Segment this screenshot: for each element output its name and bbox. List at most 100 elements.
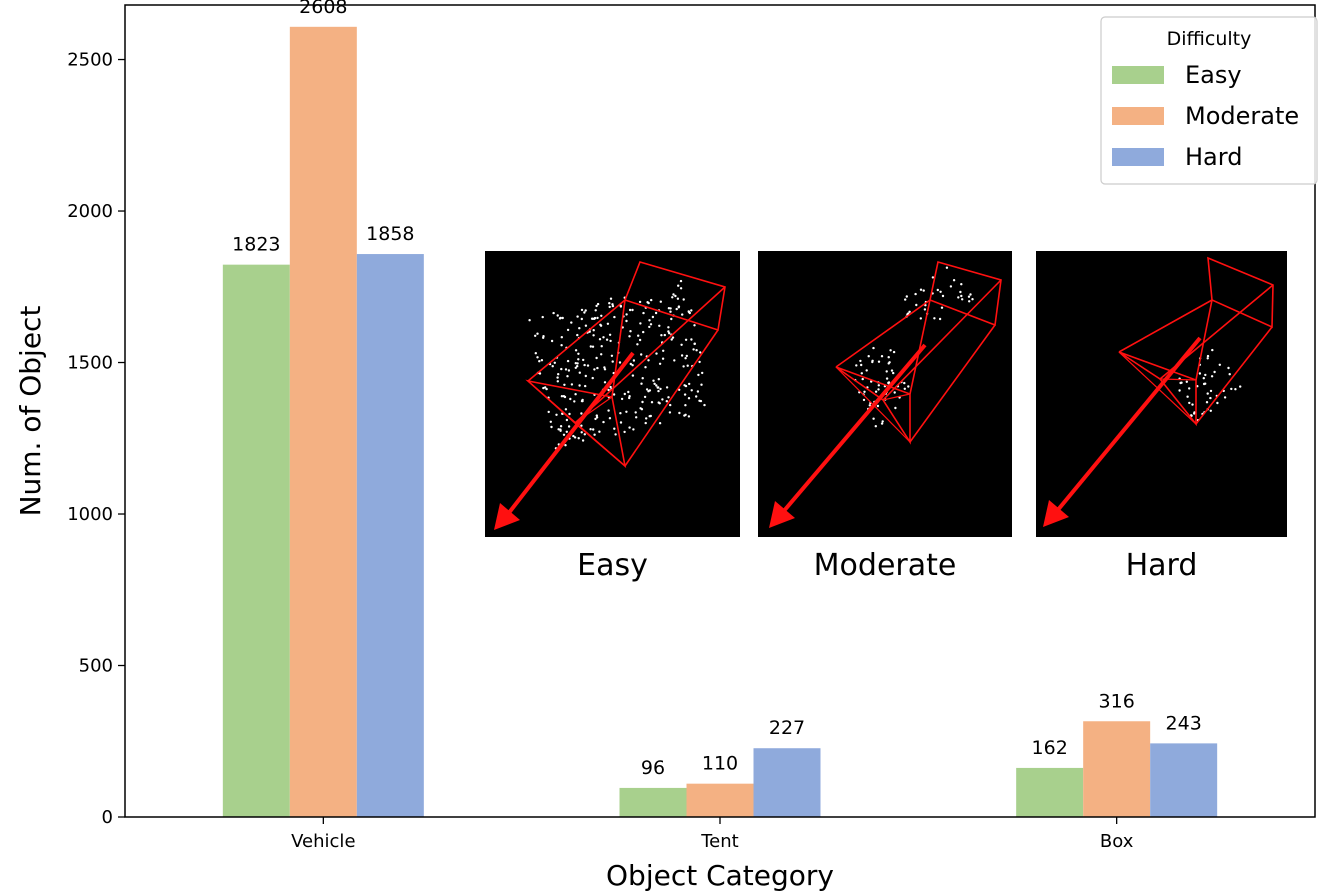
point-cloud-dot	[968, 300, 971, 303]
bbox-edge	[882, 279, 1002, 401]
point-cloud-dot	[1193, 411, 1196, 414]
point-cloud-dot	[632, 359, 636, 362]
point-cloud-dot	[564, 368, 568, 371]
point-cloud-dot	[939, 290, 942, 293]
point-cloud-dot	[640, 382, 643, 385]
point-cloud-dot	[1209, 389, 1213, 393]
point-cloud-dot	[638, 300, 642, 304]
point-cloud-dot	[662, 349, 665, 352]
point-cloud-dot	[625, 319, 628, 323]
point-cloud-dot	[892, 350, 896, 354]
point-cloud-dot	[612, 393, 616, 396]
point-cloud-dot	[538, 360, 541, 363]
point-cloud-dot	[667, 326, 670, 329]
point-cloud-dot	[580, 399, 584, 403]
point-cloud-dot	[650, 298, 653, 302]
point-cloud-dot	[647, 390, 650, 393]
point-cloud-dot	[952, 279, 956, 282]
point-cloud-dot	[595, 356, 598, 360]
point-cloud-dot	[887, 362, 890, 365]
point-cloud-dot	[643, 395, 647, 399]
point-cloud-dot	[657, 401, 660, 404]
bar-tent-hard	[753, 748, 821, 817]
point-cloud-dot	[584, 324, 588, 327]
point-cloud-dot	[885, 370, 888, 373]
point-cloud-dot	[1230, 387, 1233, 391]
point-cloud-dot	[637, 334, 640, 337]
bar-value-label: 1858	[366, 223, 414, 245]
point-cloud-dot	[592, 428, 595, 431]
point-cloud-dot	[1218, 363, 1222, 366]
point-cloud-dot	[607, 388, 610, 392]
point-cloud-dot	[559, 425, 563, 428]
point-cloud-dot	[665, 386, 669, 389]
point-cloud-dot	[635, 416, 638, 419]
point-cloud-dot	[608, 333, 612, 336]
point-cloud-dot	[1188, 401, 1191, 405]
point-cloud-dot	[645, 388, 649, 391]
y-tick-label: 1500	[67, 353, 113, 374]
legend-title: Difficulty	[1167, 28, 1252, 50]
point-cloud-dot	[874, 390, 878, 393]
point-cloud-dot	[613, 427, 616, 430]
heading-arrow-head	[1043, 500, 1069, 527]
point-cloud-dot	[623, 430, 626, 434]
point-cloud-dot	[578, 327, 581, 330]
point-cloud-dot	[940, 306, 944, 309]
point-cloud-dot	[644, 421, 647, 425]
point-cloud-dot	[557, 428, 560, 431]
point-cloud-dot	[580, 317, 583, 321]
point-cloud-dot	[592, 329, 595, 332]
point-cloud-dot	[536, 332, 539, 335]
point-cloud-dot	[593, 368, 596, 371]
y-tick-label: 1000	[67, 504, 113, 525]
point-cloud-dot	[889, 349, 892, 352]
point-cloud-dot	[661, 398, 664, 401]
point-cloud-dot	[655, 384, 658, 387]
point-cloud-dot	[583, 433, 586, 436]
point-cloud-dot	[599, 323, 602, 326]
point-cloud-dot	[687, 397, 691, 400]
point-cloud-dot	[688, 382, 691, 386]
inset-hard: Hard	[1036, 251, 1287, 583]
bbox-diagonal	[882, 393, 911, 401]
point-cloud-dot	[651, 315, 655, 319]
point-cloud-dot	[611, 360, 614, 363]
point-cloud-dot	[566, 375, 569, 378]
point-cloud-dot	[647, 359, 650, 362]
point-cloud-dot	[540, 359, 544, 362]
point-cloud-dot	[562, 433, 566, 436]
point-cloud-dot	[648, 415, 651, 418]
point-cloud-dot	[646, 301, 649, 304]
bar-vehicle-moderate	[289, 26, 357, 817]
point-cloud-dot	[620, 397, 624, 401]
heading-arrow-shaft	[506, 351, 635, 516]
point-cloud-dot	[936, 288, 939, 292]
point-cloud-dot	[609, 297, 613, 300]
point-cloud-dot	[603, 381, 607, 384]
point-cloud-dot	[661, 357, 665, 360]
point-cloud-dot	[671, 336, 675, 339]
point-cloud-dot	[608, 302, 611, 305]
point-cloud-dot	[641, 377, 644, 380]
bar-box-easy	[1016, 767, 1084, 817]
bar-tent-easy	[619, 787, 687, 817]
point-cloud-dot	[634, 411, 637, 414]
point-cloud-dot	[566, 359, 570, 363]
heading-arrow-shaft	[781, 343, 927, 514]
point-cloud-dot	[628, 426, 631, 429]
point-cloud-dot	[559, 316, 562, 320]
point-cloud-dot	[557, 373, 560, 376]
point-cloud-dot	[700, 383, 703, 386]
inset-caption: Moderate	[814, 548, 957, 583]
point-cloud-dot	[1179, 381, 1182, 385]
point-cloud-dot	[660, 334, 663, 337]
point-cloud-dot	[680, 343, 683, 346]
point-cloud-dot	[679, 279, 683, 283]
point-cloud-dot	[1211, 348, 1214, 352]
point-cloud-dot	[1234, 388, 1237, 391]
bbox-edge	[1118, 299, 1213, 353]
point-cloud-dot	[618, 361, 622, 364]
point-cloud-dot	[566, 328, 570, 332]
point-cloud-dot	[641, 400, 644, 404]
